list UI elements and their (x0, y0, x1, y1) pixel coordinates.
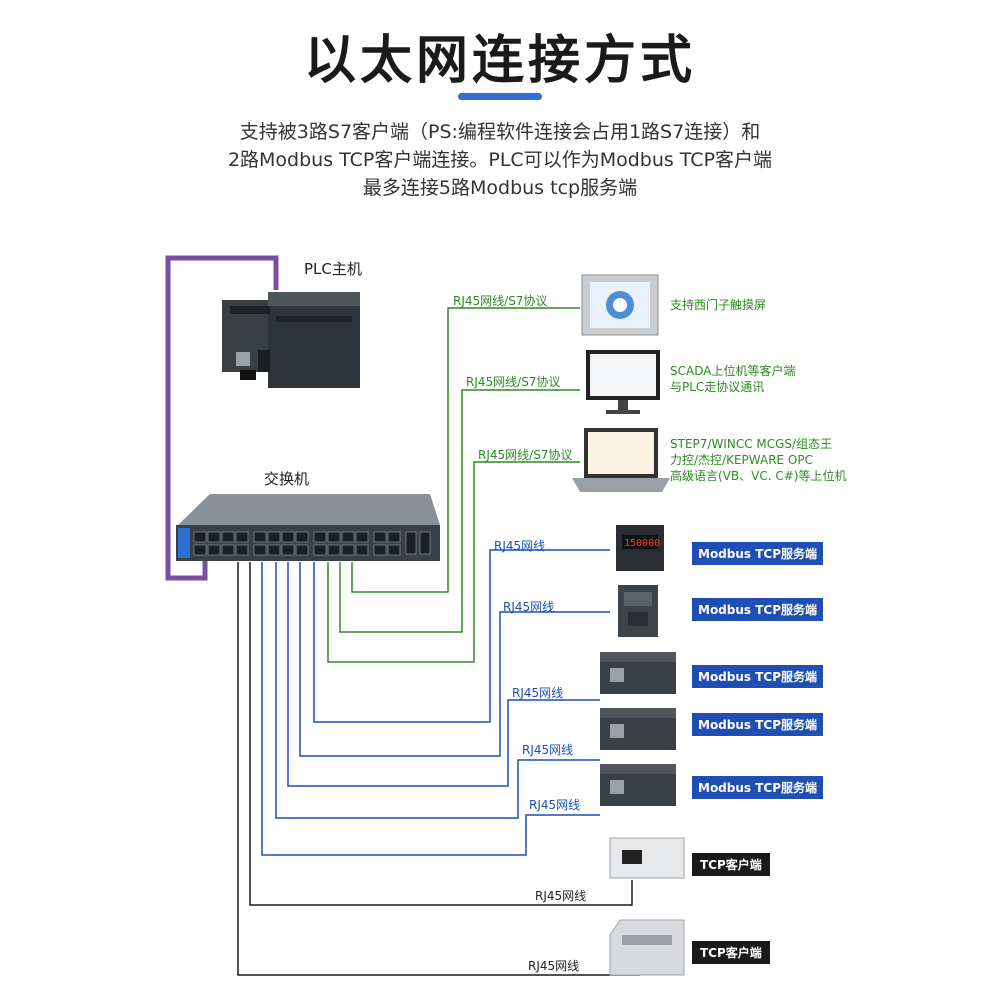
plc-server-device (600, 764, 676, 806)
switch-label: 交换机 (264, 470, 310, 488)
modbus-cable-label: RJ45网线 (503, 600, 555, 614)
description: 支持被3路S7客户端（PS:编程软件连接会占用1路S7连接）和 2路Modbus… (0, 118, 1000, 202)
title-underline (458, 93, 542, 100)
touchscreen-device (581, 274, 659, 336)
monitor-device (586, 350, 660, 414)
modbus-server-badge: Modbus TCP服务端 (692, 776, 824, 799)
s7-cable-label: RJ45网线/S7协议 (453, 294, 548, 308)
description-line: 2路Modbus TCP客户端连接。PLC可以作为Modbus TCP客户端 (227, 149, 773, 171)
plc-server-device (600, 708, 676, 750)
tcp-client-device (609, 919, 685, 976)
plc-server-device (600, 652, 676, 694)
page-title: 以太网连接方式 (303, 31, 696, 91)
plc-switch-cable (165, 255, 279, 581)
modbus-server-badge: Modbus TCP服务端 (692, 598, 824, 621)
s7-cables (327, 307, 580, 663)
modbus-server-badge: Modbus TCP服务端 (692, 542, 824, 565)
inverter-device (618, 585, 658, 637)
modbus-server-badge: Modbus TCP服务端 (692, 713, 824, 736)
tcp-client-badge: TCP客户端 (692, 853, 770, 876)
panel-meter-device: 150000 (616, 525, 664, 571)
tcp-cable-label: RJ45网线 (528, 959, 580, 973)
plc-label: PLC主机 (304, 260, 362, 278)
modbus-server-badge: Modbus TCP服务端 (692, 665, 824, 688)
tcp-client-device (609, 837, 685, 879)
svg-text:150000: 150000 (624, 538, 660, 549)
description-line: 最多连接5路Modbus tcp服务端 (362, 177, 638, 199)
touchscreen-desc: 支持西门子触摸屏 (670, 298, 767, 312)
scada-desc: SCADA上位机等客户端与PLC走协议通讯 (670, 364, 796, 394)
modbus-cable-label: RJ45网线 (529, 798, 581, 812)
s7-cable-label: RJ45网线/S7协议 (466, 375, 561, 389)
tcp-client-badge: TCP客户端 (692, 941, 770, 964)
modbus-cable-label: RJ45网线 (494, 539, 546, 553)
s7-cable-label: RJ45网线/S7协议 (478, 448, 573, 462)
laptop-device (572, 428, 670, 492)
tcp-cables (237, 562, 640, 976)
plc-device (222, 292, 360, 388)
switch-device (176, 494, 440, 561)
modbus-cable-label: RJ45网线 (522, 743, 574, 757)
description-line: 支持被3路S7客户端（PS:编程软件连接会占用1路S7连接）和 (239, 121, 761, 143)
tcp-cable-label: RJ45网线 (535, 889, 587, 903)
modbus-cable-label: RJ45网线 (512, 686, 564, 700)
modbus-cables (261, 549, 610, 856)
